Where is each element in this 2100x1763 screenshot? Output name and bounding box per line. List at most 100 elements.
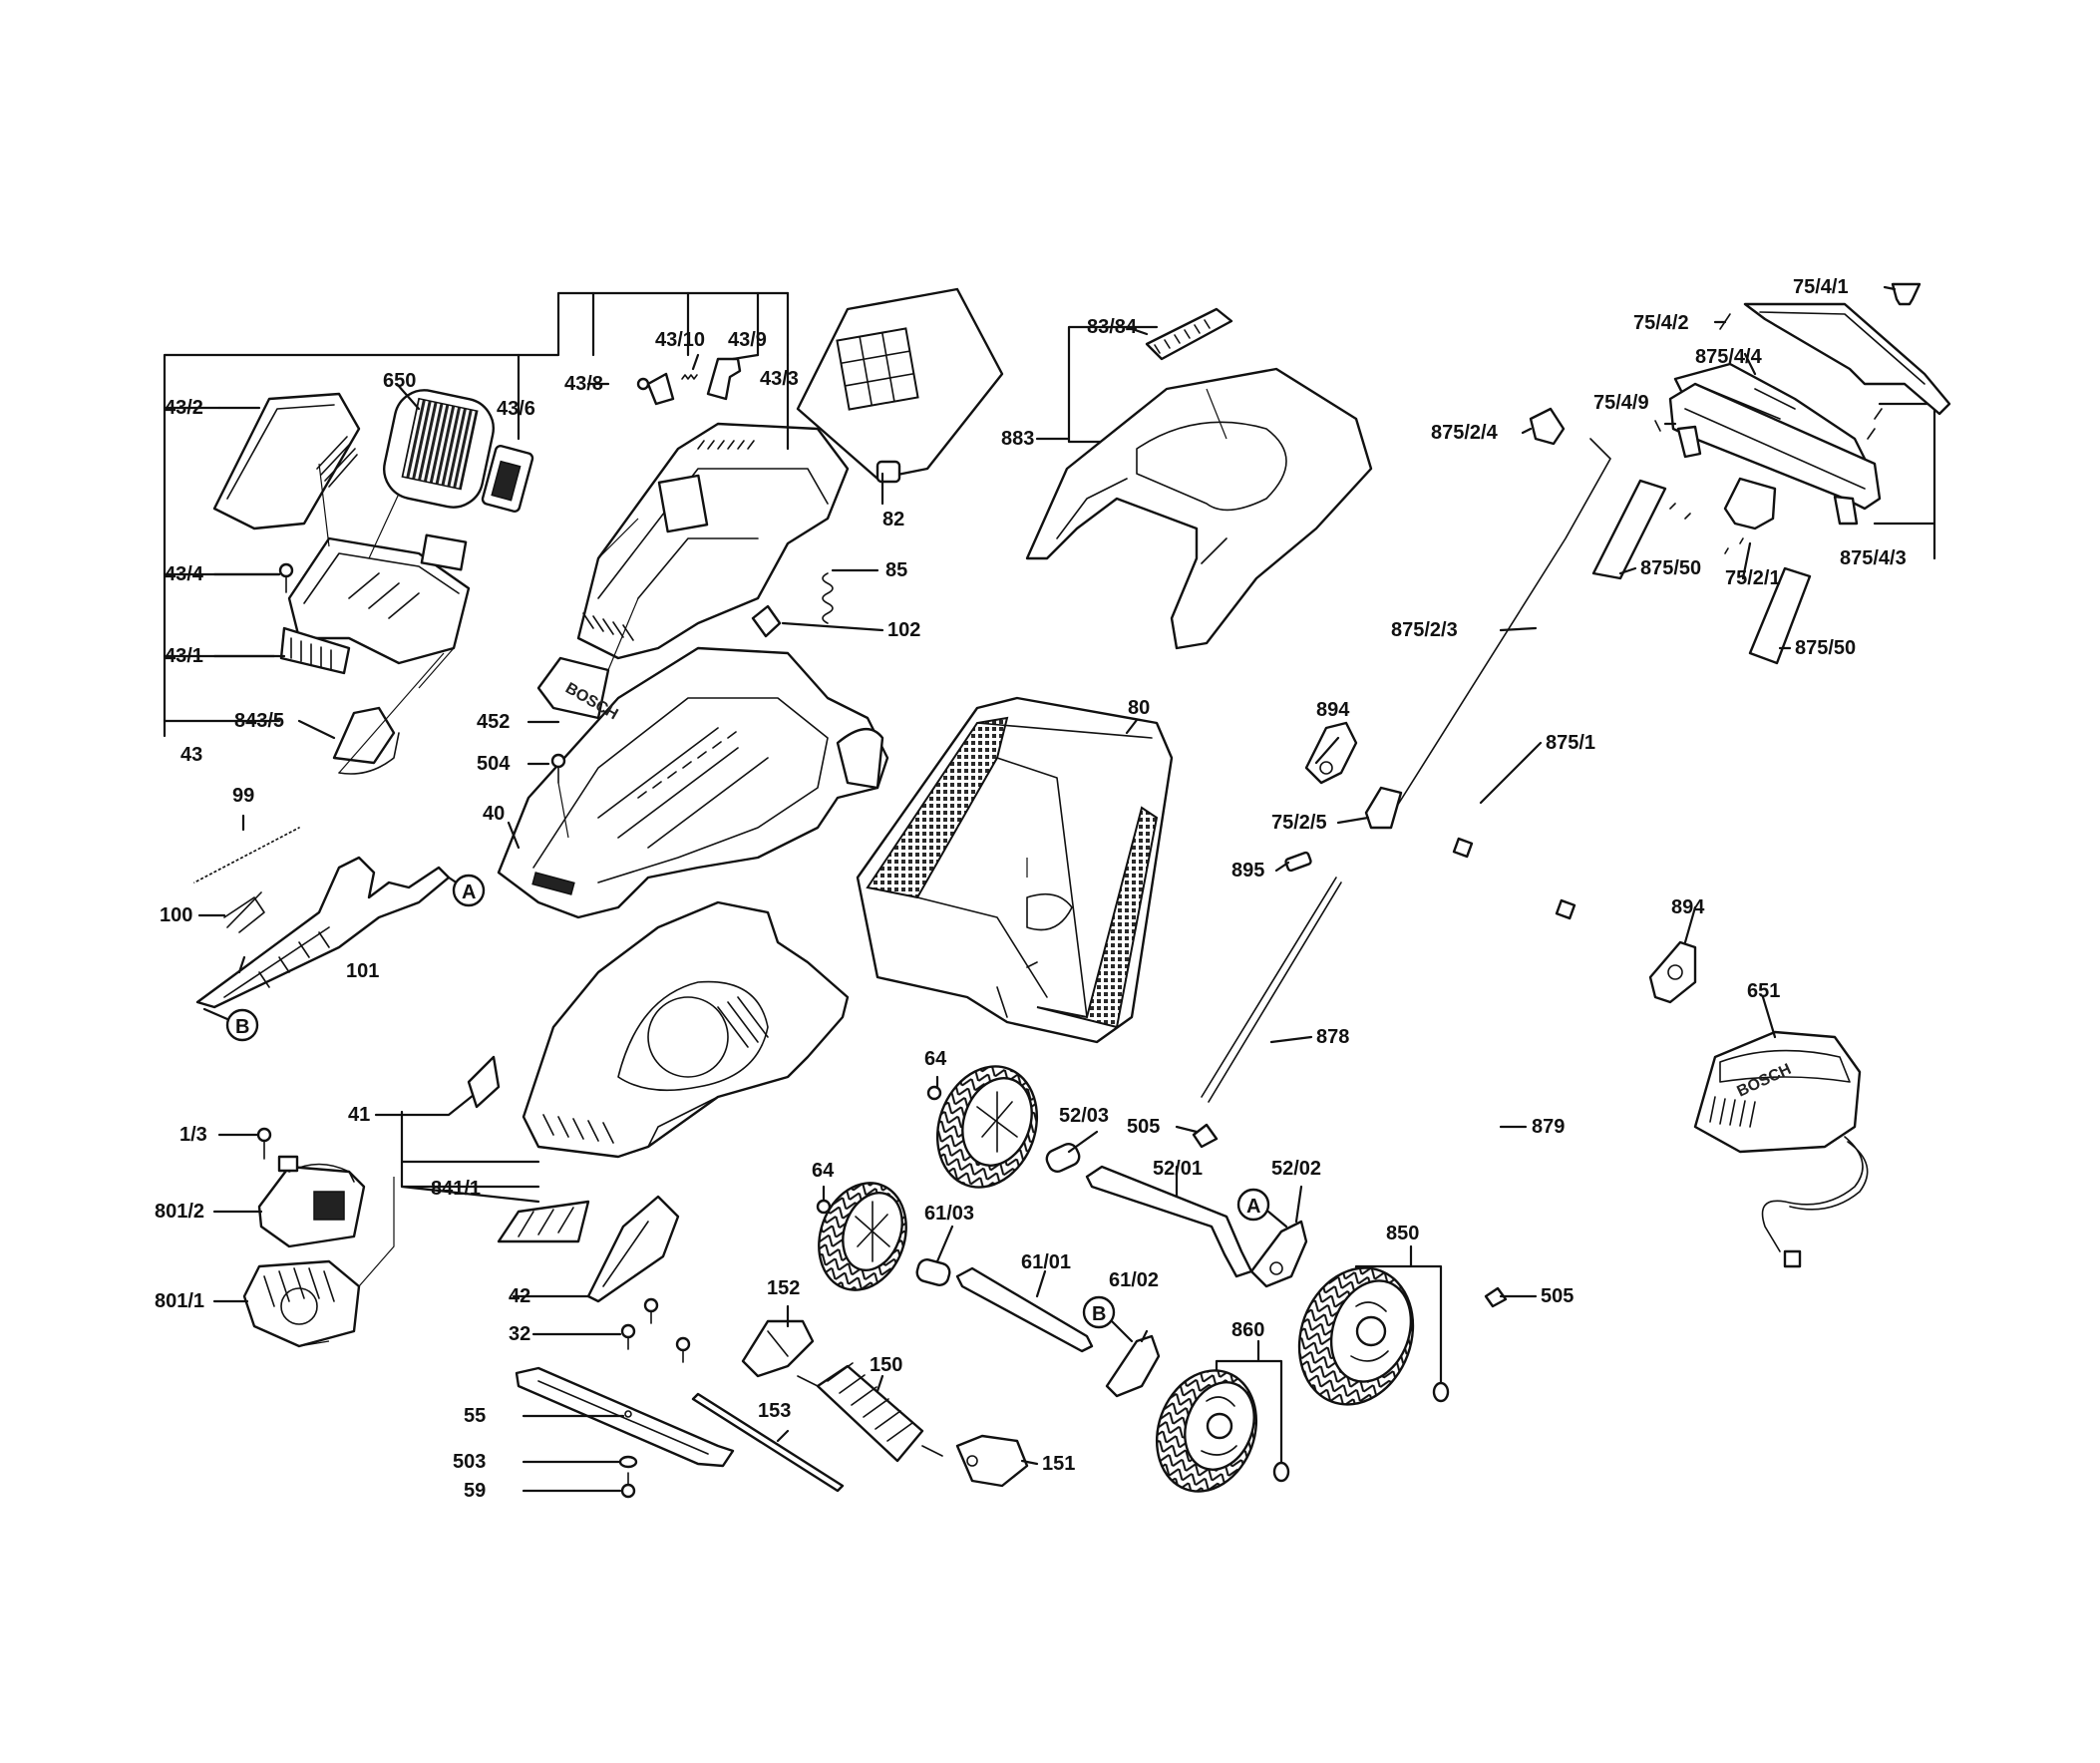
- sleeve-875-50-a: [1591, 479, 1667, 580]
- latch-43-9: [706, 357, 742, 401]
- screw-32-a: [643, 1297, 659, 1324]
- grass-box-80: [856, 696, 1174, 1044]
- bolt-895: [1284, 851, 1312, 873]
- main-housing-40: [497, 646, 889, 919]
- label-895: 895: [1231, 860, 1264, 882]
- label-1-3: 1/3: [179, 1124, 207, 1146]
- label-52-02: 52/02: [1271, 1158, 1321, 1180]
- screw-32-b: [620, 1323, 636, 1350]
- label-883: 883: [1001, 428, 1034, 450]
- label-75-2-1: 75/2/1: [1725, 567, 1781, 589]
- cable-lower: [1201, 877, 1342, 1103]
- roller-bracket-151: [955, 1434, 1029, 1488]
- height-lever-61-02: [1105, 1334, 1161, 1398]
- handle-lower-878: [1249, 793, 1416, 1152]
- nut-handle-b: [1555, 898, 1576, 920]
- screw-505-b: [1484, 1286, 1508, 1308]
- housing-guide-lines: [557, 518, 639, 839]
- ref-marker-b-lever: B: [202, 1007, 259, 1042]
- group-bracket-883: [1035, 325, 1159, 444]
- bushing-61-03: [915, 1258, 951, 1286]
- battery-650: [383, 389, 495, 509]
- label-504: 504: [477, 753, 511, 775]
- label-43-1: 43/1: [165, 645, 203, 667]
- rod-153: [691, 1392, 845, 1493]
- roller-150: [797, 1362, 943, 1463]
- label-151: 151: [1042, 1453, 1075, 1475]
- label-650: 650: [383, 370, 416, 392]
- knob-894-a: [1304, 721, 1358, 785]
- lever-101: [195, 856, 451, 1009]
- label-40: 40: [483, 803, 505, 825]
- wheel-rear-upper: [935, 1065, 1039, 1189]
- label-85: 85: [885, 559, 907, 581]
- spring-85: [822, 572, 834, 624]
- contact-843-5: [332, 652, 445, 775]
- bolt-59: [620, 1472, 636, 1499]
- label-452: 452: [477, 711, 510, 733]
- spring-43-10: [681, 374, 698, 380]
- handle-grip-83-84: [1145, 307, 1233, 361]
- label-894-b: 894: [1671, 896, 1705, 918]
- ref-marker-a-lever: A: [447, 874, 486, 907]
- axle-61-01: [955, 1266, 1094, 1353]
- washer-503: [618, 1455, 638, 1469]
- label-505-a: 505: [1127, 1116, 1160, 1138]
- handle-top-75-4-1: [1743, 302, 1951, 416]
- clip-100: [223, 891, 265, 933]
- battery-guide-lines: [318, 463, 455, 689]
- label-42: 42: [509, 1285, 530, 1307]
- label-100: 100: [160, 904, 192, 926]
- label-43-6: 43/6: [497, 398, 535, 420]
- comb-841-1: [497, 1200, 590, 1243]
- label-43-4: 43/4: [165, 563, 204, 585]
- label-101: 101: [346, 960, 379, 982]
- pin-75-4-1: [1891, 282, 1922, 306]
- wheel-860: [1155, 1369, 1258, 1493]
- ref-a-lever-text: A: [462, 882, 476, 903]
- callout-labels: 43/2 650 43/6 43/8 43/10 43/9 43/3 43/4 …: [155, 276, 1907, 1502]
- ref-b-axle-text: B: [1092, 1303, 1106, 1325]
- label-875-4-3: 875/4/3: [1840, 547, 1907, 569]
- sleeve-875-50-b: [1748, 566, 1812, 665]
- clip-102: [751, 604, 782, 638]
- label-43-10: 43/10: [655, 329, 705, 351]
- label-75-4-9: 75/4/9: [1593, 392, 1649, 414]
- battery-lock-43-8: [636, 372, 675, 406]
- label-64-a: 64: [924, 1048, 947, 1070]
- handle-lower-879: [1465, 907, 1640, 1281]
- label-505-b: 505: [1541, 1285, 1574, 1307]
- screw-505-a: [1192, 1123, 1219, 1149]
- label-61-02: 61/02: [1109, 1269, 1159, 1291]
- deck-41: [467, 900, 850, 1159]
- handle-top-base: [1668, 382, 1882, 526]
- label-52-01: 52/01: [1153, 1158, 1203, 1180]
- cap-850: [1432, 1381, 1450, 1403]
- group-bracket-41: [374, 1093, 540, 1204]
- label-75-4-1: 75/4/1: [1793, 276, 1849, 298]
- label-801-1: 801/1: [155, 1290, 204, 1312]
- screw-43-4: [278, 562, 294, 593]
- motor-group-lines: [298, 1177, 395, 1347]
- washer-64-b: [816, 1199, 832, 1215]
- label-850: 850: [1386, 1223, 1419, 1244]
- guard-42: [586, 1195, 680, 1303]
- label-43-3: 43/3: [760, 368, 799, 390]
- switch-875-2-4: [1529, 407, 1566, 446]
- label-875-2-4: 875/2/4: [1431, 422, 1499, 444]
- cable-875-2-3: [1395, 438, 1611, 809]
- motor-board-801-2: [257, 1155, 366, 1248]
- label-43-8: 43/8: [564, 373, 603, 395]
- blade-55: [515, 1366, 735, 1468]
- label-102: 102: [887, 619, 920, 641]
- battery-cover-43-2: [212, 392, 361, 530]
- label-55: 55: [464, 1405, 486, 1427]
- handle-upper-875-1: [1403, 588, 1755, 961]
- wheel-850: [1297, 1266, 1415, 1406]
- label-41: 41: [348, 1104, 370, 1126]
- label-43: 43: [180, 744, 202, 766]
- label-59: 59: [464, 1480, 486, 1502]
- pin-75-4-9: [1654, 420, 1661, 432]
- ref-marker-b-axle: B: [1082, 1295, 1134, 1343]
